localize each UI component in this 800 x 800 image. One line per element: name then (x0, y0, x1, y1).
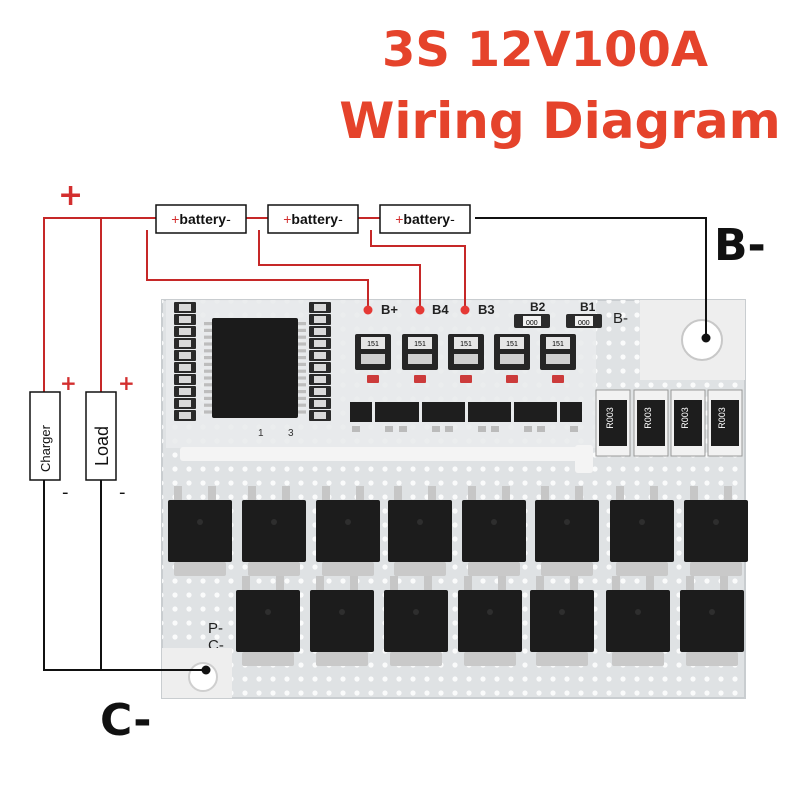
pad-p-minus: P- (208, 620, 223, 637)
bms-board: 1 3 B+ B4 B3 B2 B1 B- P- C- 000 000 151 (161, 299, 748, 699)
mosfet-r2-7 (680, 576, 744, 666)
b4-lead (258, 230, 421, 308)
left-resistor-column (174, 302, 196, 421)
b2-capacitor: 000 (514, 314, 550, 328)
mosfet-r2-5 (530, 576, 594, 666)
battery-cell-3: +battery- (379, 204, 471, 234)
mosfet-r1-2 (242, 486, 306, 576)
load-minus: - (119, 482, 126, 503)
battery-text: battery (291, 211, 338, 227)
battery-plus: + (283, 211, 291, 227)
shunt-1: R003 (595, 389, 631, 457)
part-label-3: 151 (460, 341, 472, 348)
battery-minus: - (338, 211, 343, 227)
battery-cell-2: +battery- (267, 204, 359, 234)
pin-b2: B2 (530, 300, 546, 314)
black-wire-c-minus (43, 480, 206, 671)
shunt-2: R003 (633, 389, 669, 457)
charger-plus: + (60, 371, 77, 395)
balance-circuits: 151 151 151 151 151 (350, 334, 582, 432)
battery-minus: - (226, 211, 231, 227)
pin-b4: B4 (432, 302, 449, 317)
pin-bplus: B+ (381, 302, 398, 317)
part-label-5: 151 (552, 341, 564, 348)
mosfet-r1-6 (535, 486, 599, 576)
svg-text:R003: R003 (605, 407, 615, 429)
mosfet-r1-4 (388, 486, 452, 576)
wire-dots (201, 305, 711, 675)
svg-text:R003: R003 (680, 407, 690, 429)
chip-mark-2: 3 (288, 428, 294, 439)
pad-b-minus: B- (613, 310, 628, 327)
balance-group-2: 151 (397, 334, 444, 432)
battery-text: battery (179, 211, 226, 227)
shunt-4: R003 (707, 389, 743, 457)
svg-text:R003: R003 (717, 407, 727, 429)
balance-group-4: 151 (489, 334, 536, 432)
shunt-resistors: R003 R003 R003 R003 (595, 389, 743, 457)
svg-text:+battery-: +battery- (171, 211, 231, 227)
bms-ic-chip: 1 3 (204, 318, 306, 439)
svg-text:R003: R003 (643, 407, 653, 429)
polarity-marks: + + + - - (58, 178, 135, 503)
title-line-1: 3S 12V100A (382, 22, 708, 78)
shunt-3: R003 (670, 389, 706, 457)
battery-cells: +battery-+battery-+battery- (155, 204, 471, 234)
battery-minus: - (450, 211, 455, 227)
part-label-1: 151 (367, 341, 379, 348)
b-minus-label: B- (714, 220, 766, 271)
balance-group-1: 151 (350, 334, 397, 432)
battery-text: battery (403, 211, 450, 227)
black-wire-b-minus (475, 217, 707, 336)
balance-group-3: 151 (443, 334, 490, 432)
mosfet-array (168, 486, 748, 666)
mosfet-r2-2 (310, 576, 374, 666)
mosfet-r2-4 (458, 576, 522, 666)
bplus-lead (146, 230, 369, 308)
battery-plus: + (395, 211, 403, 227)
charger-label: Charger (38, 424, 53, 472)
charger-box: Charger (29, 391, 61, 481)
battery-cell-1: +battery- (155, 204, 247, 234)
b3-lead (370, 230, 466, 308)
svg-text:+battery-: +battery- (283, 211, 343, 227)
mosfet-r2-6 (606, 576, 670, 666)
svg-text:+battery-: +battery- (395, 211, 455, 227)
load-plus: + (118, 371, 135, 395)
charger-minus: - (62, 482, 69, 503)
mosfet-r1-1 (168, 486, 232, 576)
svg-text:000: 000 (526, 320, 538, 327)
board-pin-labels: B+ B4 B3 B2 B1 B- P- C- (208, 300, 628, 654)
mosfet-r2-1 (236, 576, 300, 666)
mosfet-r1-7 (610, 486, 674, 576)
mosfet-r1-8 (684, 486, 748, 576)
svg-text:000: 000 (578, 320, 590, 327)
c-minus-label: C- (100, 695, 152, 746)
mosfet-r2-3 (384, 576, 448, 666)
part-label-4: 151 (506, 341, 518, 348)
wires (43, 217, 707, 671)
b1-capacitor: 000 (566, 314, 602, 328)
chip-mark-1: 1 (258, 428, 264, 439)
load-label: Load (92, 426, 112, 466)
pin-b1: B1 (580, 300, 596, 314)
part-label-2: 151 (414, 341, 426, 348)
mosfet-r1-3 (316, 486, 380, 576)
balance-group-5: 151 (535, 334, 582, 432)
load-box: Load (85, 391, 117, 481)
red-wire-main (43, 217, 156, 392)
mosfet-r1-5 (462, 486, 526, 576)
pin-b3: B3 (478, 302, 495, 317)
battery-plus: + (171, 211, 179, 227)
main-plus: + (58, 178, 83, 213)
title-line-2: Wiring Diagram (339, 92, 781, 150)
